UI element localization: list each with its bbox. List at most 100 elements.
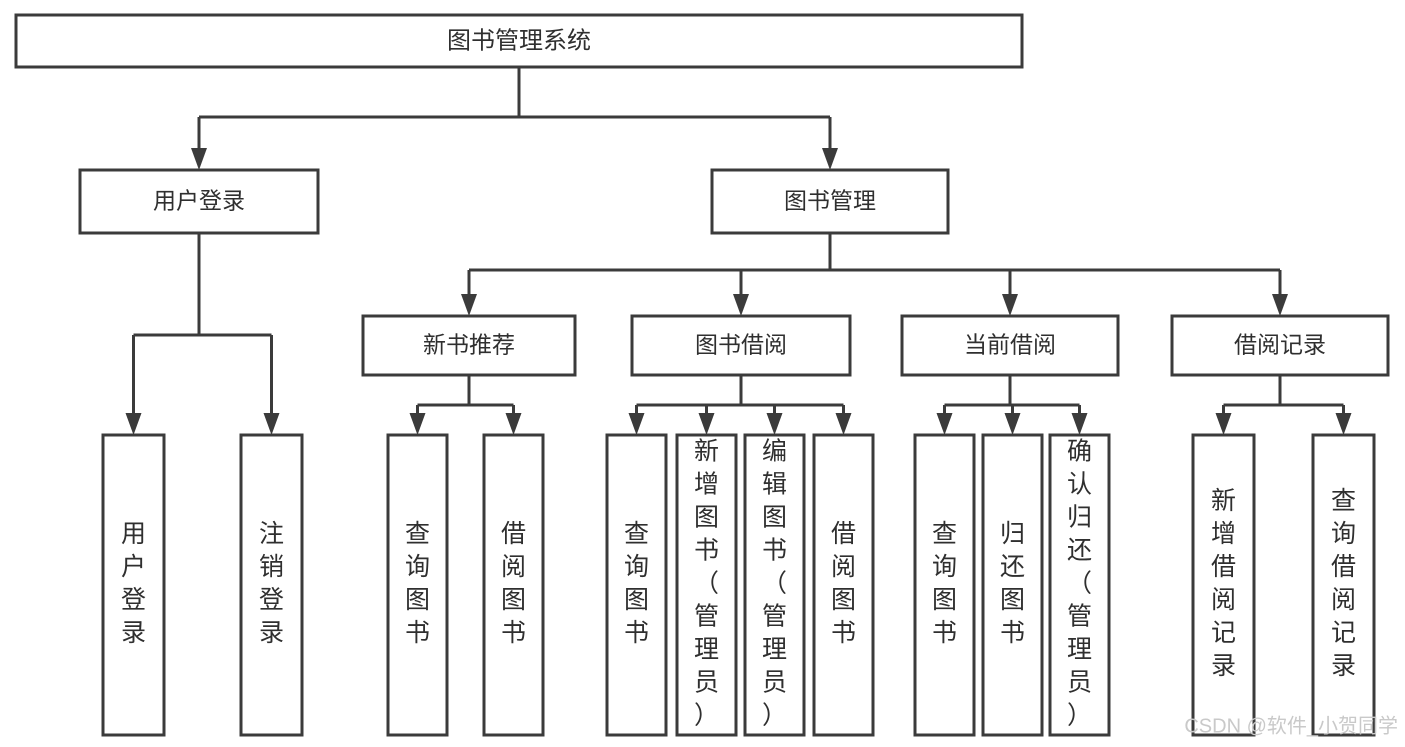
leaf-label-char: 注 xyxy=(259,520,284,548)
arrow-head xyxy=(936,413,953,435)
arrow-head xyxy=(1272,294,1288,316)
leaf-box[interactable] xyxy=(675,433,738,737)
arrow-head xyxy=(698,413,715,435)
leaf-box[interactable] xyxy=(743,433,806,737)
leaf-label-char: ） xyxy=(1067,702,1092,730)
leaf-label-char: 归 xyxy=(1000,520,1025,548)
leaf-label-char: 阅 xyxy=(831,553,856,581)
leaf-box[interactable] xyxy=(1311,433,1376,737)
leaf-label-char: 书 xyxy=(1000,619,1025,647)
leaf-label-char: 还 xyxy=(1067,537,1092,565)
level1-layer: 用户登录 图书管理 xyxy=(78,168,950,235)
level2-node-box[interactable] xyxy=(630,314,852,377)
level2-node-box[interactable] xyxy=(361,314,577,377)
leaf-label-char: 理 xyxy=(762,636,787,664)
leaf-label-char: 询 xyxy=(624,553,649,581)
node-borrow-record[interactable]: 借阅记录 xyxy=(1170,314,1390,377)
leaf-label-char: 登 xyxy=(259,586,284,614)
leaf-box[interactable] xyxy=(1191,433,1256,737)
leaf-box[interactable] xyxy=(1048,433,1111,737)
leaf-box[interactable] xyxy=(239,433,304,737)
leaf-leaf-user-login[interactable]: 用户登录 xyxy=(101,433,166,737)
leaf-label-char: 阅 xyxy=(1211,586,1236,614)
leaf-label-char: 书 xyxy=(694,537,719,565)
arrow-head xyxy=(822,148,838,170)
leaf-label-char: 记 xyxy=(1211,619,1236,647)
leaf-label-char: （ xyxy=(694,570,719,598)
leaf-label-char: 查 xyxy=(405,520,430,548)
root-box[interactable] xyxy=(14,13,1024,69)
leaf-label-char: 阅 xyxy=(501,553,526,581)
level1-node-box[interactable] xyxy=(710,168,950,235)
leaf-label-char: 录 xyxy=(121,619,146,647)
arrow-head xyxy=(263,413,280,435)
leaf-label-char: 借 xyxy=(831,520,856,548)
level2-layer: 新书推荐 图书借阅 当前借阅 借阅记录 xyxy=(361,314,1390,377)
leaf-label-char: 书 xyxy=(831,619,856,647)
leaf-label-char: 查 xyxy=(1331,487,1356,515)
leaf-label-char: 归 xyxy=(1067,504,1092,532)
leaf-box[interactable] xyxy=(913,433,976,737)
leaf-label-char: 图 xyxy=(762,504,787,532)
leaf-label-char: 图 xyxy=(405,586,430,614)
arrow-head xyxy=(409,413,426,435)
leaf-label-char: 员 xyxy=(694,669,719,697)
level1-node-box[interactable] xyxy=(78,168,320,235)
node-book-manage[interactable]: 图书管理 xyxy=(710,168,950,235)
arrow-head xyxy=(1002,294,1018,316)
leaf-label-char: 图 xyxy=(1000,586,1025,614)
leaf-label-char: 图 xyxy=(831,586,856,614)
leaf-label-char: 询 xyxy=(932,553,957,581)
level2-node-label: 新书推荐 xyxy=(423,332,515,358)
arrow-head xyxy=(1335,413,1352,435)
leaf-box[interactable] xyxy=(386,433,449,737)
leaf-label-char: 查 xyxy=(624,520,649,548)
leaf-label-char: （ xyxy=(1067,570,1092,598)
arrow-head xyxy=(766,413,783,435)
node-book-borrow[interactable]: 图书借阅 xyxy=(630,314,852,377)
watermark-label: CSDN @软件_小贺同学 xyxy=(1184,714,1398,737)
leaf-label-char: 用 xyxy=(121,520,146,548)
leaf-label-char: 录 xyxy=(259,619,284,647)
leaf-label-char: 理 xyxy=(1067,636,1092,664)
node-user-login[interactable]: 用户登录 xyxy=(78,168,320,235)
arrow-head xyxy=(628,413,645,435)
leaf-label-char: 辑 xyxy=(762,471,787,499)
leaf-label-char: 增 xyxy=(1211,520,1236,548)
arrow-head xyxy=(1215,413,1232,435)
level2-node-label: 图书借阅 xyxy=(695,332,787,358)
leaf-label-char: 员 xyxy=(1067,669,1092,697)
node-new-book-recommend[interactable]: 新书推荐 xyxy=(361,314,577,377)
leaf-label-char: 编 xyxy=(762,438,787,466)
leaf-box[interactable] xyxy=(812,433,875,737)
leaf-label-char: 查 xyxy=(932,520,957,548)
leaf-box[interactable] xyxy=(981,433,1044,737)
arrow-head xyxy=(461,294,477,316)
leaf-box[interactable] xyxy=(101,433,166,737)
leaf-label-char: 还 xyxy=(1000,553,1025,581)
arrow-head xyxy=(835,413,852,435)
level2-node-box[interactable] xyxy=(900,314,1120,377)
leaf-label-char: 图 xyxy=(694,504,719,532)
leaf-box[interactable] xyxy=(482,433,545,737)
leaf-label-char: 户 xyxy=(121,553,146,581)
level1-node-label: 用户登录 xyxy=(153,188,245,214)
level2-node-label: 当前借阅 xyxy=(964,332,1056,358)
leaf-box[interactable] xyxy=(605,433,668,737)
node-current-borrow[interactable]: 当前借阅 xyxy=(900,314,1120,377)
level2-node-box[interactable] xyxy=(1170,314,1390,377)
node-root[interactable]: 图书管理系统 xyxy=(14,13,1024,69)
leaf-label-char: ） xyxy=(694,702,719,730)
